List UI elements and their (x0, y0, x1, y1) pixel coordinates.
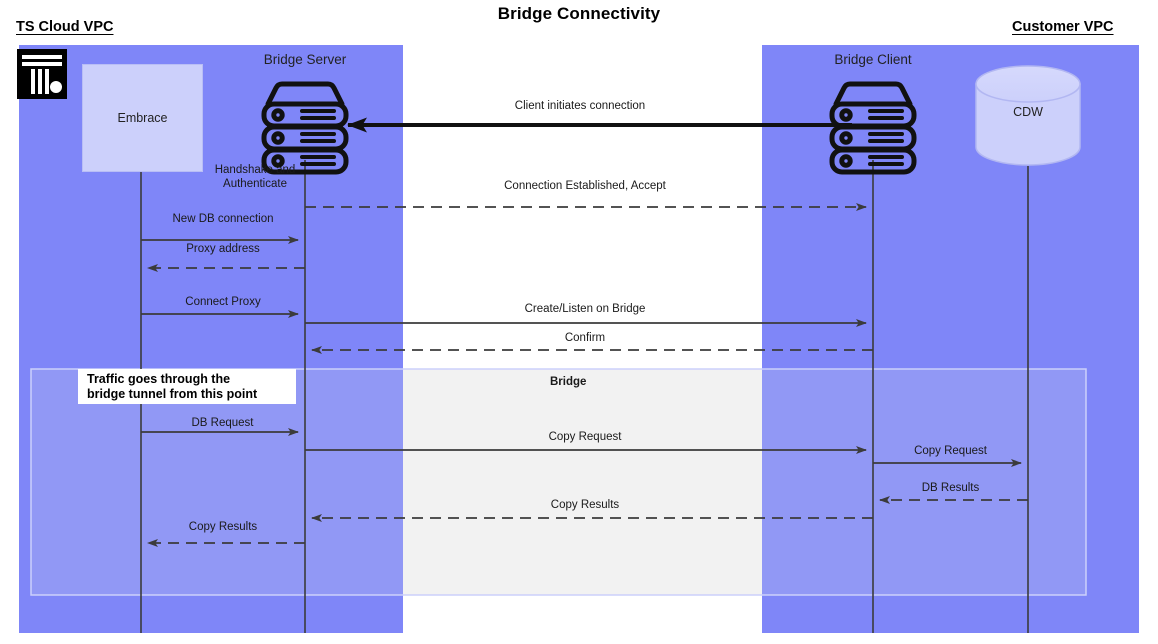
message-label-m2: Handshake and Authenticate (203, 163, 307, 191)
message-label-m12: DB Results (921, 482, 980, 494)
node-embrace: Embrace (82, 64, 203, 172)
message-label-m4: New DB connection (172, 213, 274, 225)
zone-label-ts-cloud-vpc: TS Cloud VPC (16, 19, 114, 35)
callout-line-1: Traffic goes through the (87, 371, 231, 386)
message-label-m13: Copy Results (550, 499, 620, 511)
message-label-m14: Copy Results (188, 521, 258, 533)
message-label-m1: Client initiates connection (514, 100, 646, 112)
message-label-m11: Copy Request (914, 445, 987, 457)
page-title: Bridge Connectivity (497, 4, 661, 23)
message-label-m10: Copy Request (548, 431, 622, 443)
node-label-cdw: CDW (1013, 105, 1043, 119)
server-icon (829, 81, 917, 175)
callout-line-2: bridge tunnel from this point (87, 386, 258, 401)
node-label-embrace: Embrace (117, 111, 168, 125)
database-cylinder-icon (975, 65, 1081, 166)
message-label-m3: Connection Established, Accept (504, 180, 666, 192)
ts-logo-icon (17, 49, 67, 99)
message-label-m5: Proxy address (186, 243, 260, 255)
node-label-bridge-server: Bridge Server (263, 52, 347, 67)
message-label-m6: Connect Proxy (185, 296, 261, 308)
message-label-m9: DB Request (191, 417, 254, 429)
node-label-bridge-client: Bridge Client (834, 52, 912, 67)
lifelines (140, 160, 1029, 633)
server-icon (261, 81, 349, 175)
zone-label-customer-vpc: Customer VPC (1012, 19, 1114, 35)
callout-bridge-tunnel: Traffic goes through the bridge tunnel f… (78, 369, 296, 404)
band-label-bridge: Bridge (550, 376, 587, 388)
message-label-m2-line2: Authenticate (223, 178, 287, 190)
band-bridge (30, 368, 1087, 596)
message-label-m8: Confirm (564, 332, 606, 344)
message-label-m7: Create/Listen on Bridge (524, 303, 646, 315)
message-label-m2-line1: Handshake and (214, 164, 296, 176)
